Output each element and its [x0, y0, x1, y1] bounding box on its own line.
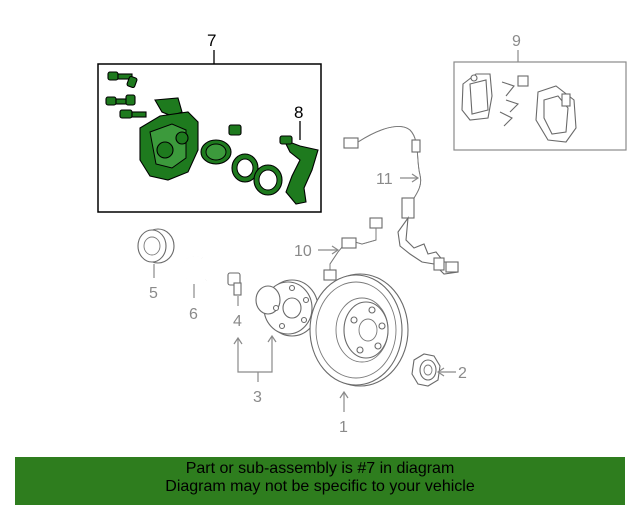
brake-pads — [461, 73, 577, 143]
banner-line-2: Diagram may not be specific to your vehi… — [165, 478, 475, 495]
callout-4: 4 — [233, 313, 242, 330]
wheel-bearing — [137, 228, 175, 264]
callout-7: 7 — [207, 31, 216, 50]
callout-11: 11 — [376, 171, 393, 188]
callout-3-bracket — [237, 336, 273, 373]
caliper-parts — [105, 71, 319, 205]
snap-ring — [180, 256, 207, 284]
wheel-hub — [255, 279, 319, 337]
brake-assembly-diagram: 7 8 9 — [97, 31, 627, 436]
hub-nut — [411, 353, 441, 387]
callout-1: 1 — [339, 419, 348, 436]
callout-8: 8 — [294, 103, 303, 122]
banner-line-1: Part or sub-assembly is #7 in diagram — [185, 460, 455, 477]
pad-kit-box — [453, 61, 627, 151]
brake-hose — [323, 217, 383, 281]
callout-9: 9 — [512, 33, 521, 50]
caliper-assembly-box — [97, 63, 322, 213]
abs-sensor — [343, 126, 459, 275]
brake-rotor — [309, 273, 409, 387]
callout-6: 6 — [189, 306, 198, 323]
callout-2: 2 — [458, 365, 467, 382]
callout-5: 5 — [149, 285, 158, 302]
callout-3: 3 — [253, 389, 262, 406]
info-banner: Part or sub-assembly is #7 in diagram Di… — [15, 457, 625, 505]
callout-10: 10 — [294, 243, 312, 260]
hub-bolt — [227, 272, 242, 296]
